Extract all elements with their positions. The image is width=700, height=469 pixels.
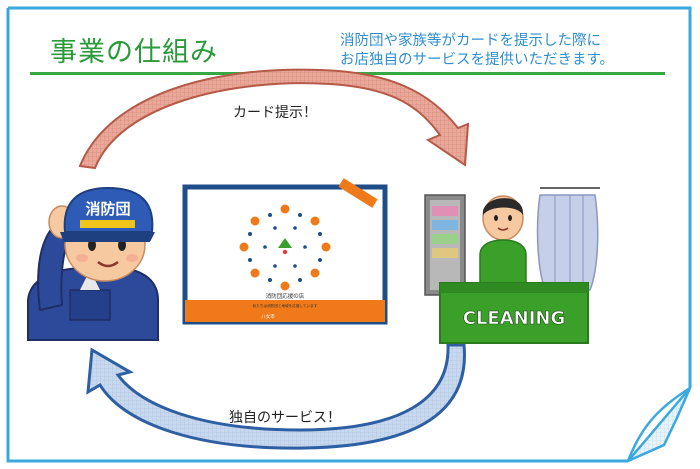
description: 消防団や家族等がカードを提示した際に お店独自のサービスを提供いただきます。: [340, 32, 614, 70]
bottom-arrow: [86, 343, 466, 450]
top-arrow: [78, 68, 470, 170]
page-curl: [627, 387, 692, 463]
description-line-1: 消防団や家族等がカードを提示した際に: [340, 33, 601, 49]
page-title: 事業の仕組み: [50, 37, 218, 68]
description-line-2: お店独自のサービスを提供いただきます。: [340, 52, 615, 68]
helmet-text: 消防団: [85, 200, 130, 218]
card-line-1: 消防団応援の店: [266, 292, 305, 300]
card-emblem: [239, 204, 331, 291]
counter-text: CLEANING: [463, 308, 566, 329]
card-city: 八女市: [261, 313, 275, 320]
card-line-2: 私たちは消防団と地域を応援しています: [253, 303, 318, 308]
top-arrow-label: カード提示！: [233, 105, 317, 121]
bottom-arrow-label: 独自のサービス！: [229, 410, 341, 426]
